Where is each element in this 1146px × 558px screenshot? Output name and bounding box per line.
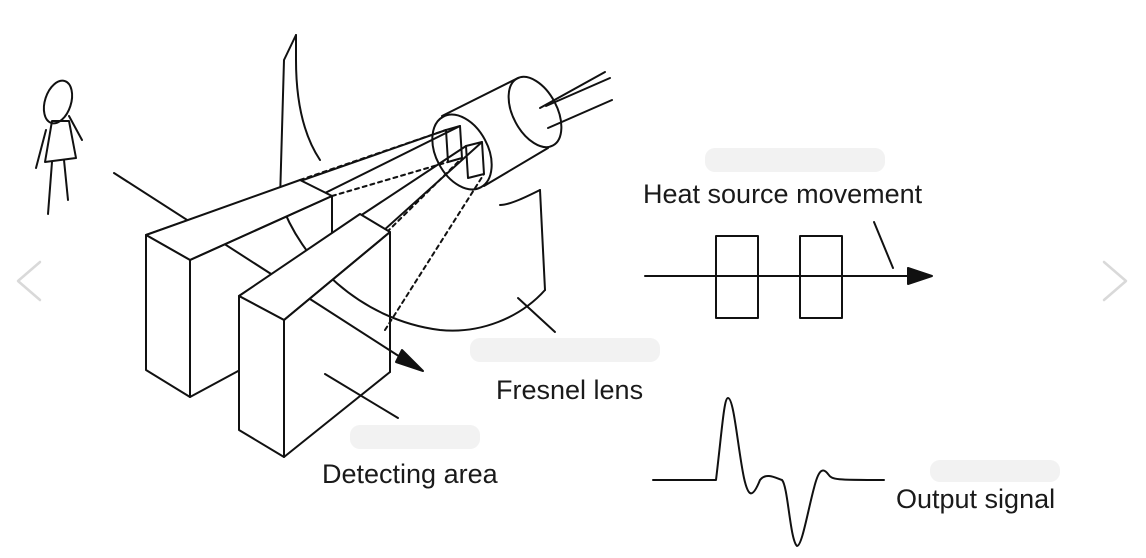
detecting-zone-2 <box>238 213 399 458</box>
zone-rect-2 <box>799 235 843 319</box>
output-signal-label: Output signal <box>896 484 1056 514</box>
output-signal-waveform <box>652 397 885 547</box>
person-figure <box>35 79 83 215</box>
previous-slide-button[interactable] <box>12 258 42 302</box>
detecting-area-label: Detecting area <box>322 459 498 489</box>
movement-trajectory-arrow <box>113 172 424 372</box>
scan-smudge <box>350 425 480 449</box>
movement-pointer-line <box>873 221 894 269</box>
zone-rect-1 <box>715 235 759 319</box>
scan-smudge <box>705 148 885 172</box>
heat-source-movement-label: Heat source movement <box>643 179 923 209</box>
heat-source-movement-chart <box>644 221 933 319</box>
fresnel-lens <box>279 34 556 333</box>
chevron-left-icon <box>16 260 42 302</box>
scan-smudge <box>470 338 660 362</box>
chevron-right-icon <box>1102 260 1128 302</box>
pyroelectric-sensor <box>431 71 613 191</box>
fresnel-lens-label: Fresnel lens <box>496 375 644 405</box>
scan-smudge <box>930 460 1060 482</box>
next-slide-button[interactable] <box>1100 258 1130 302</box>
detecting-zone-1 <box>145 179 333 398</box>
